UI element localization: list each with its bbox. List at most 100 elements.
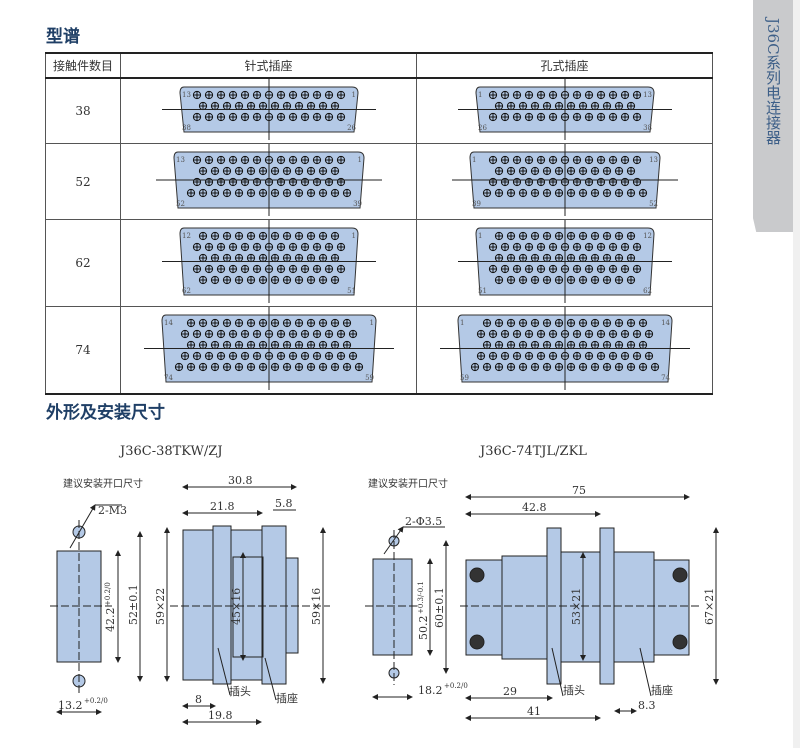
side-tab: J36C系列电连接器 [753,0,793,232]
contact-crosshair [204,91,213,99]
contact-crosshair [312,330,321,338]
contact-crosshair [554,319,563,327]
contact-count: 74 [45,306,121,395]
contact-crosshair [632,265,641,273]
contact-crosshair [626,189,635,197]
contact-crosshair [530,254,539,262]
contact-crosshair [228,352,237,360]
contact-crosshair [276,330,285,338]
contact-crosshair [288,178,297,186]
contact-crosshair [300,113,309,121]
contact-crosshair [650,363,659,371]
contact-crosshair [638,189,647,197]
contact-crosshair [494,341,503,349]
label-plug: 插头 [229,684,251,698]
contact-crosshair [246,167,255,175]
contact-crosshair [602,363,611,371]
pin-number-label: 1 [478,91,482,99]
contact-crosshair [174,363,183,371]
contact-crosshair [282,254,291,262]
contact-crosshair [548,352,557,360]
contact-crosshair [306,102,315,110]
contact-crosshair [330,102,339,110]
contact-crosshair [506,363,515,371]
contact-crosshair [240,352,249,360]
contact-crosshair [258,363,267,371]
contact-crosshair [626,363,635,371]
contact-crosshair [288,330,297,338]
contact-crosshair [246,341,255,349]
contact-crosshair [524,178,533,186]
contact-crosshair [258,167,267,175]
contact-crosshair [336,91,345,99]
contact-crosshair [548,330,557,338]
contact-crosshair [608,265,617,273]
contact-crosshair [258,254,267,262]
contact-crosshair [348,352,357,360]
contact-crosshair [294,363,303,371]
contact-crosshair [596,330,605,338]
contact-crosshair [524,91,533,99]
contact-crosshair [288,265,297,273]
contact-crosshair [222,254,231,262]
contact-crosshair [548,113,557,121]
contact-crosshair [270,276,279,284]
contact-crosshair [318,276,327,284]
contact-crosshair [542,363,551,371]
contact-crosshair [342,363,351,371]
contact-crosshair [590,189,599,197]
contact-crosshair [536,330,545,338]
contact-crosshair [488,330,497,338]
contact-crosshair [596,91,605,99]
contact-crosshair [614,167,623,175]
contact-crosshair [482,363,491,371]
contact-crosshair [608,178,617,186]
hole-spec: 2-Φ3.5 [405,515,442,528]
contact-crosshair [246,319,255,327]
contact-crosshair [294,319,303,327]
contact-crosshair [584,243,593,251]
contact-crosshair [620,265,629,273]
contact-crosshair [524,330,533,338]
contact-crosshair [270,189,279,197]
pin-number-label: 39 [472,200,481,208]
contact-crosshair [312,113,321,121]
center-lines [457,220,672,303]
contact-crosshair [512,265,521,273]
center-lines [439,307,690,390]
contact-crosshair [252,156,261,164]
contact-crosshair [524,156,533,164]
contact-crosshair [282,102,291,110]
contact-crosshair [210,102,219,110]
contact-crosshair [596,156,605,164]
contact-crosshair [276,156,285,164]
contact-crosshair [192,156,201,164]
contact-crosshair [530,341,539,349]
contact-crosshair [330,254,339,262]
contact-crosshair [324,113,333,121]
pin-number-label: 39 [353,200,362,208]
contact-crosshair [488,178,497,186]
contact-crosshair [192,352,201,360]
contact-crosshair [584,156,593,164]
contact-crosshair [276,113,285,121]
contact-crosshair [530,319,539,327]
contact-crosshair [330,167,339,175]
contact-crosshair [608,113,617,121]
contact-crosshair [306,276,315,284]
pin-number-label: 38 [182,124,191,132]
contact-crosshair [198,167,207,175]
dim-cut-height: 50.2 [417,616,430,641]
contact-crosshair [210,363,219,371]
contact-crosshair [228,91,237,99]
contact-crosshair [258,189,267,197]
contact-crosshair [258,232,267,240]
contact-crosshair [572,178,581,186]
contact-crosshair [234,363,243,371]
contact-crosshair [228,265,237,273]
contact-crosshair [330,363,339,371]
pin-number-label: 38 [643,124,652,132]
label-socket: 插座 [651,683,673,697]
